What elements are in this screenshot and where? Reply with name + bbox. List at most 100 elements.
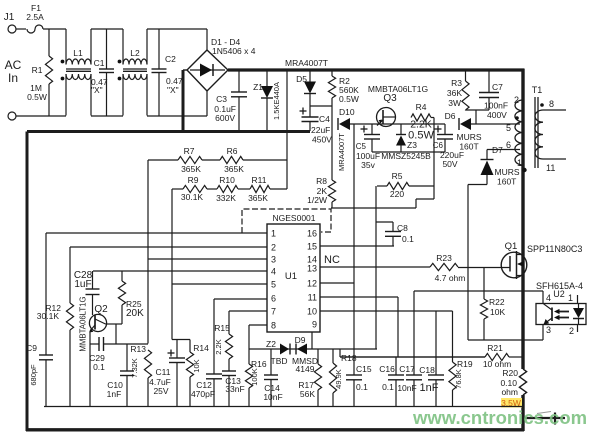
svg-text:20K: 20K — [126, 308, 144, 319]
svg-text:50V: 50V — [442, 159, 457, 169]
svg-text:C9: C9 — [26, 343, 37, 353]
svg-text:10nF: 10nF — [397, 383, 416, 393]
svg-text:R12: R12 — [45, 303, 61, 313]
svg-text:MMBTA06LT1G: MMBTA06LT1G — [368, 84, 428, 94]
svg-text:Z3: Z3 — [407, 140, 417, 150]
svg-text:3: 3 — [546, 325, 551, 335]
svg-text:C1: C1 — [94, 58, 105, 68]
svg-text:4.7 ohm: 4.7 ohm — [435, 273, 466, 283]
svg-text:AC: AC — [5, 58, 22, 72]
svg-text:D9: D9 — [295, 335, 306, 345]
svg-text:R15: R15 — [214, 323, 230, 333]
svg-text:www.cntronics.com: www.cntronics.com — [412, 407, 587, 428]
svg-text:0.5W: 0.5W — [27, 92, 47, 102]
svg-text:MURS: MURS — [495, 167, 520, 177]
svg-text:D6: D6 — [445, 111, 456, 121]
svg-text:560K: 560K — [339, 85, 359, 95]
svg-text:0.1: 0.1 — [93, 362, 105, 372]
svg-text:0.47: 0.47 — [91, 77, 108, 87]
svg-text:C3: C3 — [216, 94, 227, 104]
svg-text:C2: C2 — [165, 54, 176, 64]
svg-text:C6: C6 — [433, 141, 444, 150]
svg-text:1M: 1M — [30, 83, 42, 93]
svg-text:C16: C16 — [379, 364, 395, 374]
svg-text:R7: R7 — [184, 146, 195, 156]
svg-text:10K: 10K — [192, 359, 201, 372]
svg-text:L1: L1 — [73, 48, 83, 58]
svg-text:R17: R17 — [298, 380, 314, 390]
svg-text:1: 1 — [517, 158, 522, 168]
svg-text:8: 8 — [549, 99, 554, 109]
svg-text:NC: NC — [324, 254, 340, 266]
svg-text:3.5W: 3.5W — [501, 398, 521, 408]
svg-text:7: 7 — [271, 307, 276, 317]
svg-text:10nF: 10nF — [263, 392, 282, 402]
svg-text:220: 220 — [390, 189, 404, 199]
svg-text:MRA4007T: MRA4007T — [285, 58, 328, 68]
svg-text:30.1K: 30.1K — [37, 311, 60, 321]
svg-text:C15: C15 — [356, 364, 372, 374]
svg-text:160T: 160T — [459, 142, 478, 152]
svg-text:R16: R16 — [251, 359, 267, 369]
svg-text:5: 5 — [271, 280, 276, 290]
svg-text:2.5A: 2.5A — [26, 12, 44, 22]
svg-text:2: 2 — [569, 326, 574, 336]
svg-text:R9: R9 — [188, 175, 199, 185]
svg-text:F1: F1 — [31, 3, 41, 13]
svg-text:4: 4 — [271, 267, 276, 277]
svg-text:R13: R13 — [130, 344, 146, 354]
svg-text:1: 1 — [568, 293, 573, 303]
svg-text:11: 11 — [308, 293, 317, 303]
svg-text:C17: C17 — [399, 364, 415, 374]
svg-text:R3: R3 — [451, 78, 462, 88]
svg-text:10: 10 — [307, 307, 317, 317]
svg-text:C11: C11 — [156, 367, 171, 377]
svg-text:11: 11 — [546, 163, 555, 173]
svg-text:T1: T1 — [532, 85, 543, 95]
svg-text:Z1: Z1 — [253, 82, 263, 92]
svg-text:NGES0001: NGES0001 — [273, 213, 316, 223]
svg-text:D10: D10 — [339, 107, 355, 117]
svg-text:0.5W: 0.5W — [339, 94, 359, 104]
svg-text:C5: C5 — [356, 142, 367, 151]
svg-text:In: In — [8, 71, 18, 85]
svg-text:J1: J1 — [4, 12, 15, 23]
svg-text:0.47: 0.47 — [166, 76, 183, 86]
svg-text:13: 13 — [307, 264, 317, 274]
svg-text:15: 15 — [307, 242, 317, 252]
svg-text:R18: R18 — [341, 353, 357, 363]
svg-text:600V: 600V — [215, 113, 235, 123]
svg-text:"X": "X" — [167, 85, 179, 95]
svg-text:1N5406 x 4: 1N5406 x 4 — [212, 46, 256, 56]
svg-text:0.1uF: 0.1uF — [214, 104, 236, 114]
svg-text:36K: 36K — [447, 88, 462, 98]
svg-text:49.9K: 49.9K — [334, 369, 343, 389]
svg-text:365K: 365K — [224, 164, 244, 174]
svg-text:C28: C28 — [74, 270, 93, 281]
svg-text:1/2W: 1/2W — [307, 195, 327, 205]
svg-text:C7: C7 — [492, 82, 503, 92]
svg-text:6: 6 — [271, 294, 276, 304]
svg-text:MRA4007T: MRA4007T — [337, 133, 346, 171]
svg-text:"X": "X" — [91, 85, 103, 95]
svg-text:SPP11N80C3: SPP11N80C3 — [527, 244, 582, 254]
svg-text:MMSD: MMSD — [292, 356, 318, 366]
svg-text:12: 12 — [307, 279, 317, 289]
svg-text:2: 2 — [514, 95, 519, 105]
svg-text:7.32K: 7.32K — [130, 358, 139, 378]
svg-text:0.1: 0.1 — [382, 382, 394, 392]
svg-text:33nF: 33nF — [225, 384, 244, 394]
svg-text:C10: C10 — [107, 380, 123, 390]
svg-text:9: 9 — [312, 320, 317, 330]
svg-text:Q2: Q2 — [94, 304, 108, 315]
svg-text:MMBTA06LT1G: MMBTA06LT1G — [79, 296, 88, 351]
svg-text:R4: R4 — [416, 102, 427, 112]
svg-text:100nF: 100nF — [484, 101, 508, 111]
svg-text:R14: R14 — [193, 343, 209, 353]
svg-text:R22: R22 — [489, 297, 505, 307]
svg-text:C4: C4 — [319, 114, 330, 124]
svg-text:R19: R19 — [457, 359, 473, 369]
svg-text:6: 6 — [506, 140, 511, 150]
svg-text:C29: C29 — [89, 353, 105, 363]
svg-text:1: 1 — [271, 229, 276, 239]
